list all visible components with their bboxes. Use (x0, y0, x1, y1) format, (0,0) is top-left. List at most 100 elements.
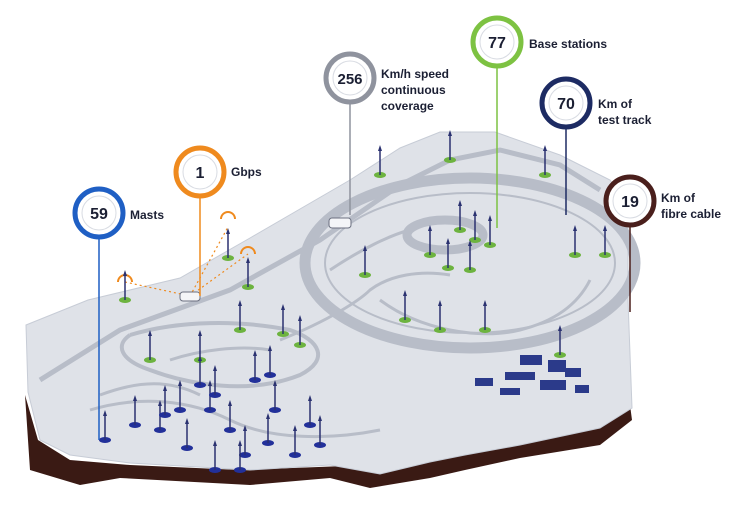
test-track-value: 70 (557, 96, 575, 113)
building-8 (575, 385, 589, 393)
mast-icon (99, 410, 111, 443)
vehicle-car-2 (179, 291, 201, 302)
masts-inner-ring (81, 195, 117, 231)
mast-icon (209, 365, 221, 398)
mast-icon (434, 300, 446, 333)
central-circle (402, 215, 488, 255)
masts-label: Masts (130, 208, 164, 222)
mast-icon (294, 315, 306, 348)
road-link-2 (379, 279, 592, 336)
mast-icon (277, 304, 289, 337)
speed-label-line-3: coverage (381, 99, 434, 113)
mast-icon (262, 413, 274, 446)
mast-icon (242, 257, 254, 290)
mast-icon (539, 145, 551, 178)
speed-label-line-1: Km/h speed (381, 67, 449, 81)
mast-icon (424, 225, 436, 258)
leader-lines (98, 66, 631, 440)
land-side (25, 395, 632, 488)
building-6 (565, 368, 581, 377)
mast-icon (454, 200, 466, 233)
fibre-label-line-1: Km of (661, 191, 696, 205)
mast-icon (249, 350, 261, 383)
road-link-1 (279, 271, 451, 342)
mast-icon (479, 300, 491, 333)
mast-icon (264, 345, 276, 378)
mast-icon (442, 238, 454, 271)
stat-test-track: 70 Km of test track (539, 76, 652, 130)
base-stations-label: Base stations (529, 37, 607, 51)
buildings (475, 355, 589, 395)
vehicle-car-1 (328, 217, 352, 229)
fibre-value: 19 (621, 194, 639, 211)
mast-icon (359, 245, 371, 278)
speed-inner-ring (332, 60, 368, 96)
masts-layer (99, 130, 611, 473)
road-link-4 (169, 346, 271, 362)
stat-masts: 59 Masts (72, 186, 164, 240)
gbps-inner-ring (182, 154, 218, 190)
stat-speed: 256 Km/h speed continuous coverage (323, 51, 449, 113)
signal-line-1 (124, 281, 191, 297)
mast-icon (119, 270, 131, 303)
mast-icon (154, 400, 166, 433)
building-4 (540, 380, 566, 390)
mast-icon (314, 415, 326, 448)
test-track-label-line-1: Km of (598, 97, 633, 111)
stat-base-stations: 77 Base stations (470, 15, 607, 69)
mast-icon (374, 145, 386, 178)
mast-icon (144, 330, 156, 363)
masts-value: 59 (90, 206, 108, 223)
mast-icon (464, 240, 476, 273)
mast-icon (554, 325, 566, 358)
base-stations-value: 77 (488, 35, 506, 52)
test-track-label-line-2: test track (598, 113, 652, 127)
mast-icon (209, 440, 221, 473)
mast-icon (289, 425, 301, 458)
mast-icon (174, 380, 186, 413)
test-track-inner-ring (548, 85, 584, 121)
fibre-label-line-2: fibre cable (661, 207, 721, 221)
vehicles (179, 217, 352, 302)
wifi-icon (220, 211, 236, 220)
mast-icon (129, 395, 141, 428)
stat-fibre: 19 Km of fibre cable (603, 174, 721, 228)
speed-value: 256 (337, 71, 362, 88)
gbps-value: 1 (196, 165, 205, 182)
mast-icon (222, 228, 234, 261)
road-link-3 (329, 228, 411, 272)
mast-icon (399, 290, 411, 323)
mast-icon (204, 380, 216, 413)
outer-road-top (38, 147, 602, 383)
mast-icon (304, 395, 316, 428)
mast-icon (181, 418, 193, 451)
mast-icon (269, 380, 281, 413)
building-1 (520, 355, 542, 365)
mast-icon (484, 215, 496, 248)
mast-icon (444, 130, 456, 163)
stat-gbps: 1 Gbps (173, 145, 262, 199)
speed-label-line-2: continuous (381, 83, 446, 97)
mast-icon (234, 300, 246, 333)
mast-icon (569, 225, 581, 258)
fibre-inner-ring (612, 183, 648, 219)
signal-line-2 (189, 226, 229, 297)
mast-icon (239, 425, 251, 458)
mast-icon (234, 440, 246, 473)
mast-icon (599, 225, 611, 258)
building-2 (548, 360, 566, 372)
building-7 (475, 378, 493, 386)
mast-icon (469, 210, 481, 243)
mast-icon (194, 355, 206, 388)
gbps-label: Gbps (231, 165, 262, 179)
building-5 (500, 388, 520, 395)
road-link-5 (99, 382, 201, 397)
base-stations-inner-ring (479, 24, 515, 60)
building-3 (505, 372, 535, 380)
high-speed-bowl-outer (299, 172, 641, 354)
mast-icon (224, 400, 236, 433)
road-network (38, 147, 641, 439)
mast-icon (159, 385, 171, 418)
road-west-loop (119, 321, 321, 389)
